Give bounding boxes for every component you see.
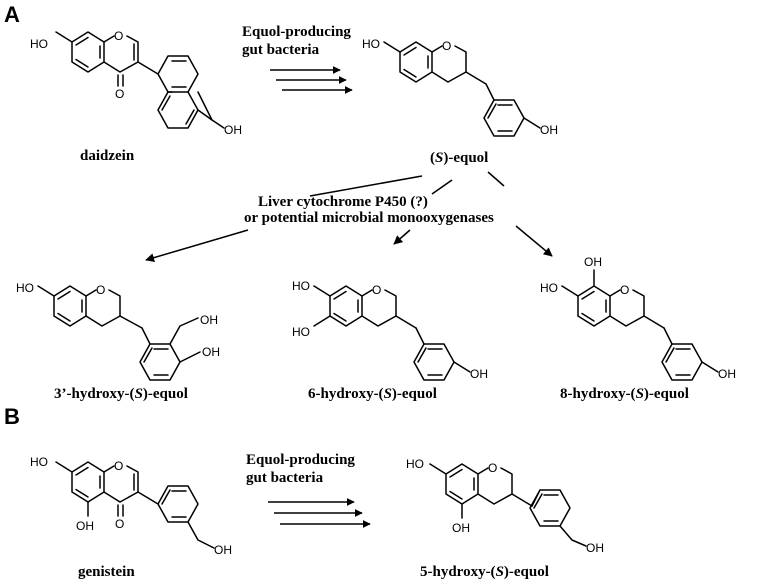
split-arrows: [145, 171, 553, 263]
s-equol-structure: [383, 41, 541, 137]
bacteria-arrows-a: [270, 66, 353, 94]
m3-oh-top: OH: [584, 255, 602, 269]
genistein-oh: OH: [214, 543, 232, 557]
m1-oh-top: OH: [200, 313, 218, 327]
metabolite-8-hydroxy-caption: 8-hydroxy-(S)-equol: [560, 386, 689, 402]
bacteria-arrows-b: [268, 498, 371, 528]
daidzein-structure: [55, 31, 225, 129]
prod-ho-top: HO: [406, 457, 424, 471]
m1-ho: HO: [16, 281, 34, 295]
5-hydroxy-equol-structure: [429, 463, 587, 547]
panel-label-b: B: [4, 404, 20, 429]
enzyme-label-line2: or potential microbial monooxygenases: [244, 210, 494, 226]
bacteria-label-b-line2: gut bacteria: [246, 470, 324, 486]
metabolite-6-hydroxy-structure: [313, 285, 471, 381]
bacteria-label-b-line1: Equol-producing: [246, 452, 355, 468]
bacteria-label-a-line2: gut bacteria: [242, 42, 320, 58]
daidzein-ring-o: O: [114, 29, 123, 43]
m2-ho-bottom: HO: [292, 325, 310, 339]
m1-ring-o: O: [96, 283, 105, 297]
genistein-ring-o: O: [114, 459, 123, 473]
m2-oh: OH: [470, 367, 488, 381]
genistein-keto-o: O: [115, 517, 124, 531]
s-equol-caption: (S)-equol: [430, 150, 488, 166]
metabolite-3-hydroxy-structure: [37, 285, 201, 381]
daidzein-oh: OH: [224, 123, 242, 137]
prod-oh: OH: [586, 541, 604, 555]
5-hydroxy-equol-caption: 5-hydroxy-(S)-equol: [420, 564, 549, 580]
genistein-caption: genistein: [78, 564, 135, 580]
daidzein-ho: HO: [30, 37, 48, 51]
panel-label-a: A: [4, 2, 20, 27]
genistein-structure: [55, 461, 215, 549]
daidzein-keto-o: O: [115, 87, 124, 101]
metabolite-6-hydroxy-caption: 6-hydroxy-(S)-equol: [308, 386, 437, 402]
m1-oh-bottom: OH: [202, 345, 220, 359]
bacteria-label-a-line1: Equol-producing: [242, 24, 351, 40]
genistein-oh-5: OH: [76, 519, 94, 533]
m2-ring-o: O: [372, 283, 381, 297]
equol-oh: OH: [540, 123, 558, 137]
enzyme-label-line1: Liver cytochrome P450 (?): [258, 194, 428, 210]
m3-oh: OH: [718, 367, 736, 381]
equol-ring-o: O: [442, 39, 451, 53]
equol-ho: HO: [362, 37, 380, 51]
metabolite-3-hydroxy-caption: 3’-hydroxy-(S)-equol: [54, 386, 188, 402]
genistein-ho-top: HO: [30, 455, 48, 469]
daidzein-caption: daidzein: [80, 148, 135, 164]
prod-ring-o: O: [488, 461, 497, 475]
m3-ring-o: O: [620, 283, 629, 297]
m2-ho-top: HO: [292, 279, 310, 293]
prod-oh-5: OH: [452, 521, 470, 535]
m3-ho: HO: [540, 281, 558, 295]
metabolite-8-hydroxy-structure: [561, 269, 719, 381]
